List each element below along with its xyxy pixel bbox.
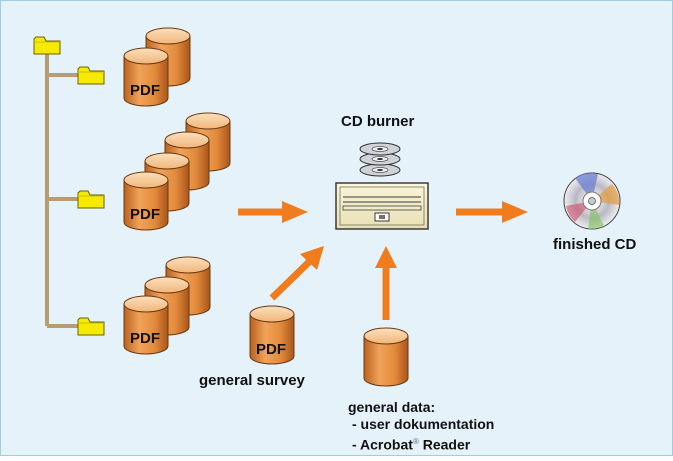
cd-burner-icon: [335, 182, 429, 230]
general-survey-label: general survey: [199, 372, 305, 389]
cd-disc-icon: [563, 172, 621, 230]
finished-cd-label: finished CD: [553, 236, 637, 253]
cd-burner-label: CD burner: [341, 113, 415, 130]
pdf-label: PDF: [130, 206, 160, 223]
folder-tree: [45, 45, 78, 328]
arrow-burner-to-cd: [456, 201, 528, 223]
pdf-label: PDF: [130, 82, 160, 99]
arrow-to-burner: [238, 201, 308, 223]
pdf-label: PDF: [256, 341, 286, 358]
general-data-line-1: - user dokumentation: [352, 416, 495, 432]
arrow-data-to-burner: [375, 246, 397, 320]
reader-text: Reader: [422, 436, 471, 453]
cd-stack-icon: [359, 142, 401, 177]
general-data-title: general data:: [348, 399, 436, 415]
arrow-survey-to-burner: [269, 246, 324, 301]
general-data-cylinder: [363, 327, 409, 387]
general-data-line-2: - Acrobat® Reader: [352, 433, 470, 454]
registered-mark: ®: [412, 437, 419, 446]
pdf-label: PDF: [130, 330, 160, 347]
acrobat-text: - Acrobat: [352, 436, 413, 453]
